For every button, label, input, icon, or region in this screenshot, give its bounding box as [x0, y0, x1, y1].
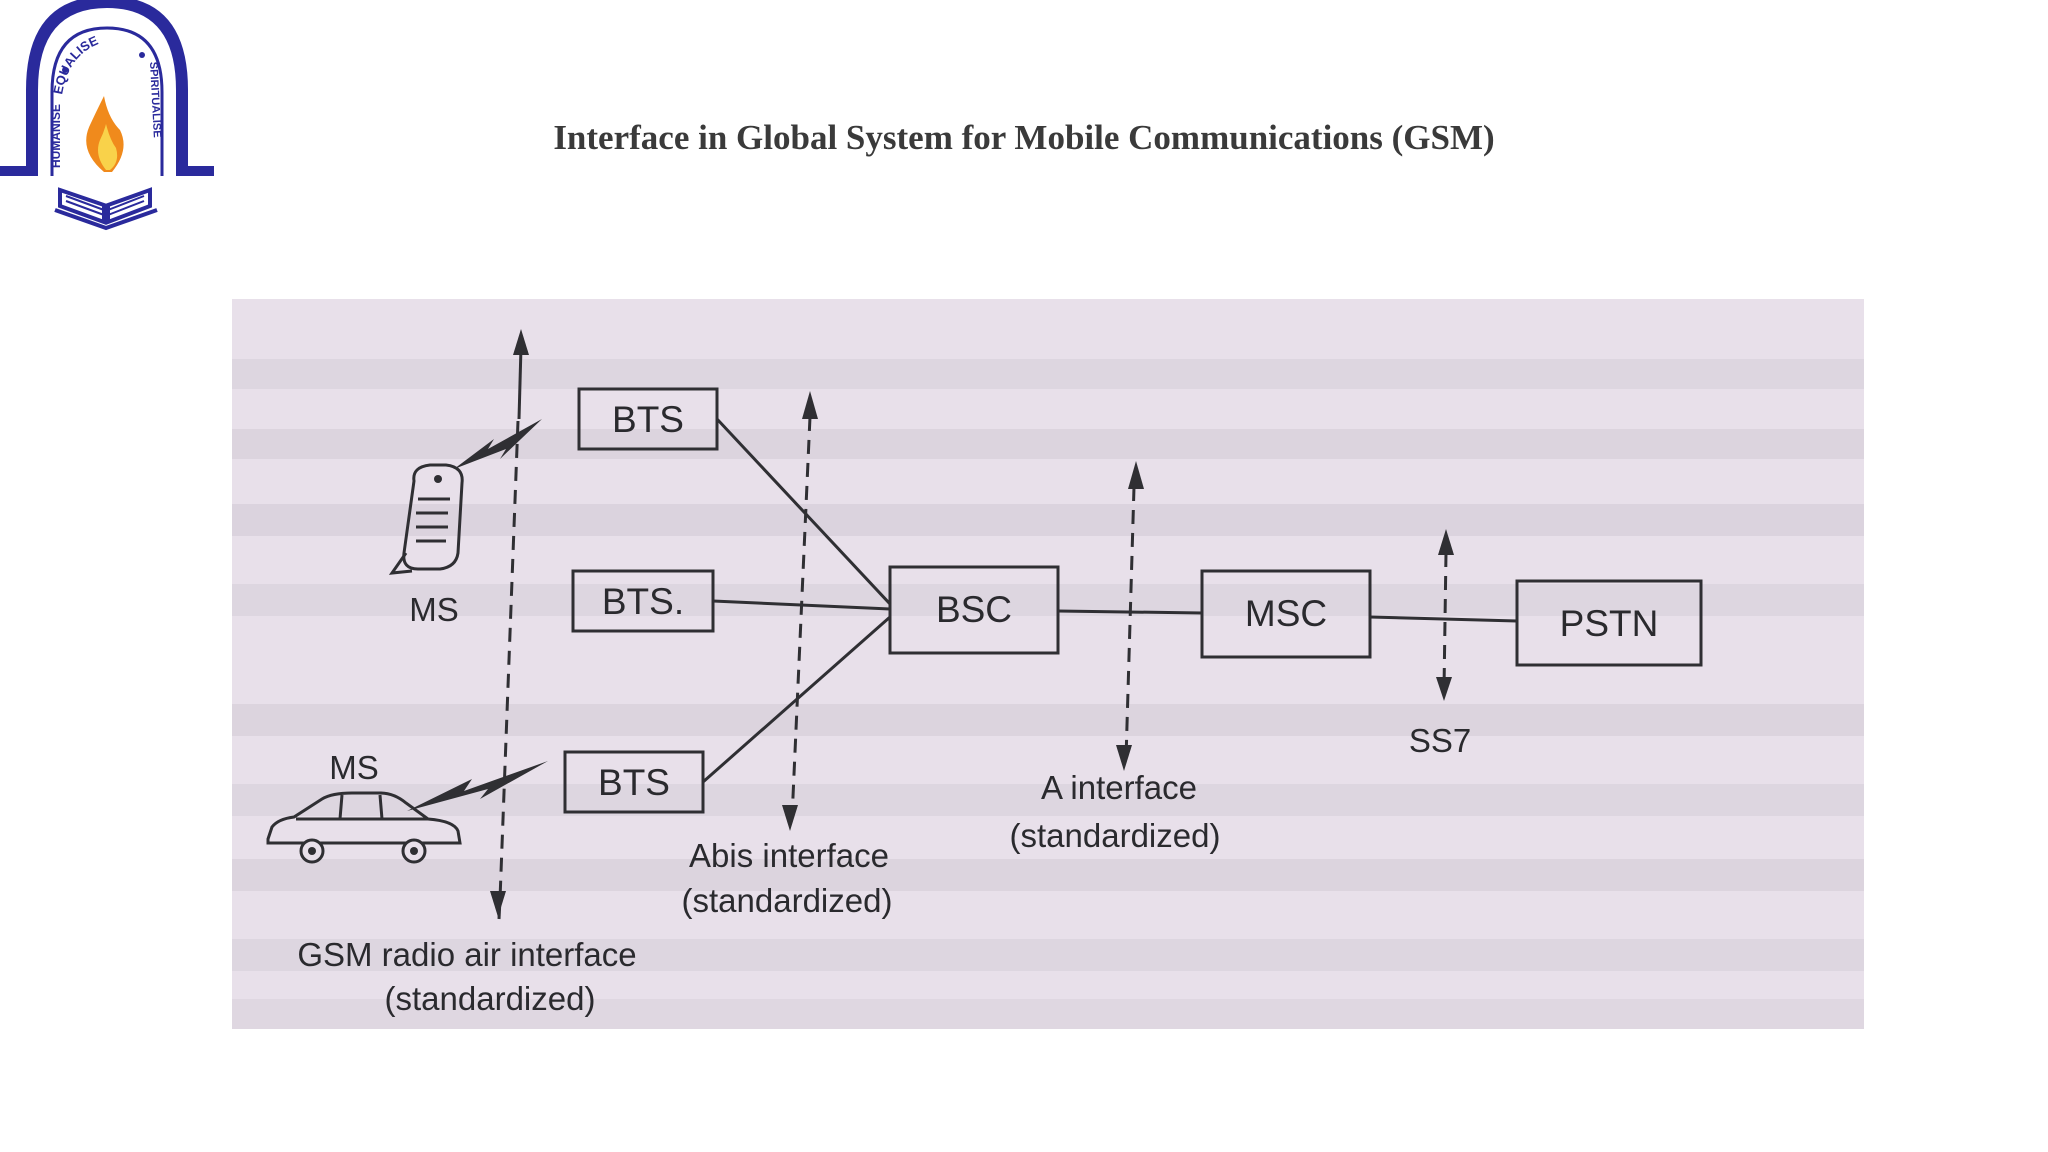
- air-interface-sublabel: (standardized): [385, 980, 596, 1017]
- air-interface-marker: [490, 329, 529, 920]
- logo-text-top: EQUALISE: [50, 33, 100, 96]
- bleed-through-texture: [232, 359, 1864, 1029]
- bsc-node: BSC: [888, 565, 1060, 655]
- pstn-node: PSTN: [1515, 579, 1703, 667]
- msc-node: MSC: [1200, 569, 1372, 659]
- abis-interface-sublabel: (standardized): [682, 882, 893, 919]
- gsm-interface-diagram: BTS BTS. BTS BSC MSC PSTN: [232, 299, 1864, 1029]
- institution-logo: EQUALISE HUMANISE SPIRITUALISE: [0, 0, 214, 232]
- logo-text-left: HUMANISE: [49, 104, 63, 168]
- radio-link-car: [407, 761, 548, 811]
- ms-handheld-label: MS: [409, 591, 459, 628]
- a-interface-label: A interface: [1041, 769, 1197, 806]
- bts-top-label: BTS: [612, 399, 684, 440]
- car-icon: [266, 791, 462, 864]
- svg-text:SPIRITUALISE: SPIRITUALISE: [147, 62, 163, 138]
- a-interface-marker: [1116, 461, 1144, 771]
- bts-bottom-label: BTS: [598, 762, 670, 803]
- bts-top-node: BTS: [577, 387, 719, 451]
- air-interface-label: GSM radio air interface: [297, 936, 636, 973]
- svg-text:HUMANISE: HUMANISE: [49, 104, 63, 168]
- abis-interface-label: Abis interface: [689, 837, 889, 874]
- bts-mid-label: BTS.: [602, 581, 684, 622]
- pstn-label: PSTN: [1560, 603, 1659, 644]
- abis-interface-marker: [782, 391, 818, 831]
- handheld-phone-icon: [388, 463, 464, 575]
- ss7-marker: [1436, 529, 1454, 701]
- ss7-label: SS7: [1409, 722, 1471, 759]
- ms-car-label: MS: [329, 749, 379, 786]
- radio-link-handheld: [454, 419, 542, 469]
- a-interface-sublabel: (standardized): [1010, 817, 1221, 854]
- svg-text:EQUALISE: EQUALISE: [50, 33, 100, 96]
- bts-mid-node: BTS.: [571, 569, 715, 633]
- bsc-label: BSC: [936, 589, 1012, 630]
- slide-title: Interface in Global System for Mobile Co…: [553, 118, 1495, 157]
- book-icon: [58, 187, 106, 225]
- logo-text-right: SPIRITUALISE: [147, 62, 163, 138]
- msc-label: MSC: [1245, 593, 1327, 634]
